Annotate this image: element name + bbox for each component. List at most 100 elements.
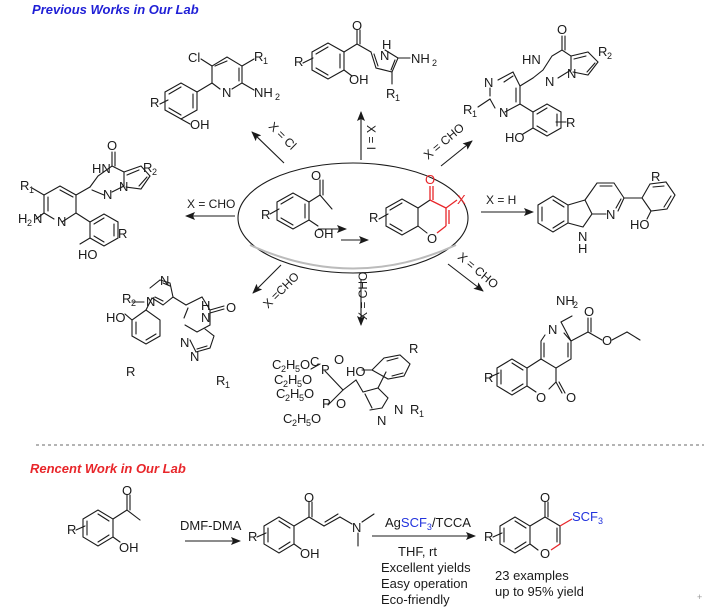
svg-text:H: H (578, 241, 587, 256)
svg-text:H: H (286, 357, 295, 372)
previous-works-heading: Previous Works in Our Lab (32, 2, 199, 17)
svg-text:5: 5 (295, 364, 300, 374)
svg-text:OH: OH (349, 72, 369, 87)
svg-text:R: R (463, 102, 472, 117)
svg-text:N: N (201, 310, 210, 325)
route-bottom-left: X =CHO (252, 264, 302, 311)
svg-text:N: N (160, 273, 169, 288)
svg-text:OH: OH (190, 117, 210, 132)
condition-label: X = I (364, 125, 378, 150)
condition-label: X = CHO (421, 120, 467, 162)
svg-text:R: R (409, 341, 418, 356)
svg-text:R: R (484, 370, 493, 385)
condition-label: X = Cl (266, 119, 299, 152)
svg-text:N: N (352, 520, 361, 535)
route-top-right: X = CHO (421, 120, 473, 167)
svg-text:N: N (222, 85, 231, 100)
svg-text:O: O (107, 138, 117, 153)
svg-text:R: R (598, 44, 607, 59)
svg-text:N: N (380, 48, 389, 63)
svg-text:N: N (548, 322, 557, 337)
svg-text:O: O (226, 300, 236, 315)
svg-text:HO: HO (505, 130, 525, 145)
recent-work-heading: Rencent Work in Our Lab (30, 461, 186, 476)
svg-text:R: R (651, 169, 660, 184)
svg-text:2: 2 (285, 393, 290, 403)
product-chloropyridine: Cl R 1 N NH 2 R OH (150, 49, 280, 132)
route-top: X = I (357, 111, 378, 160)
svg-text:R: R (410, 402, 419, 417)
result-line: 23 examples (495, 568, 569, 583)
svg-text:R: R (261, 207, 270, 222)
svg-text:Cl: Cl (188, 50, 200, 65)
reagent-agscf3-tcca: AgSCF3/TCCA (385, 515, 471, 532)
svg-text:R: R (248, 529, 257, 544)
svg-text:O: O (540, 546, 550, 561)
product-carboline: N H N R HO (537, 169, 676, 256)
svg-text:C: C (283, 411, 292, 426)
svg-text:R: R (386, 86, 395, 101)
svg-text:OH: OH (300, 546, 320, 561)
svg-text:HO: HO (346, 364, 366, 379)
product-pyrimidine-triazinone: O HN N N R 2 N N R 1 R HO (463, 22, 612, 145)
svg-text:R: R (118, 226, 127, 241)
svg-text:O: O (425, 172, 435, 187)
svg-text:AgSCF3/TCCA: AgSCF3/TCCA (385, 515, 471, 532)
svg-text:2: 2 (573, 300, 578, 310)
route-right: X = H (481, 193, 534, 216)
svg-text:HO: HO (78, 247, 98, 262)
svg-text:X: X (457, 192, 466, 207)
svg-text:N: N (545, 74, 554, 89)
svg-text:N: N (578, 229, 587, 244)
svg-text:2: 2 (152, 167, 157, 177)
svg-text:R: R (126, 364, 135, 379)
svg-text:R: R (122, 291, 131, 306)
svg-text:O: O (352, 18, 362, 33)
svg-text:1: 1 (29, 185, 34, 195)
svg-text:N: N (57, 214, 66, 229)
svg-text:R: R (566, 115, 575, 130)
svg-text:N: N (484, 75, 493, 90)
svg-text:HO: HO (106, 310, 126, 325)
condition-line: Easy operation (381, 576, 468, 591)
center-ellipse (237, 162, 469, 274)
recent-enaminone: O N R OH (248, 490, 375, 561)
svg-text:H: H (382, 37, 391, 52)
svg-text:1: 1 (225, 380, 230, 390)
svg-text:C: C (274, 372, 283, 387)
svg-text:2: 2 (283, 379, 288, 389)
svg-text:2: 2 (281, 364, 286, 374)
svg-text:C: C (272, 357, 281, 372)
svg-text:NH: NH (411, 51, 430, 66)
svg-text:2: 2 (131, 298, 136, 308)
svg-text:1: 1 (263, 56, 268, 66)
svg-text:R: R (484, 529, 493, 544)
route-bottom-right: X = CHO (447, 250, 501, 292)
svg-text:1: 1 (419, 409, 424, 419)
svg-text:O: O (311, 411, 321, 426)
svg-text:H: H (288, 372, 297, 387)
svg-text:C: C (276, 386, 285, 401)
svg-text:O: O (427, 231, 437, 246)
condition-label: X = CHO (356, 272, 370, 320)
svg-text:O: O (311, 168, 321, 183)
svg-text:5: 5 (299, 393, 304, 403)
condition-label: X =CHO (260, 269, 302, 311)
svg-text:HN: HN (92, 161, 111, 176)
product-aminopyridine-triazinone: O HN N N R 2 R 1 H 2 N N R HO (18, 138, 157, 262)
svg-text:N: N (499, 105, 508, 120)
svg-text:2: 2 (432, 58, 437, 68)
svg-text:O: O (602, 333, 612, 348)
svg-text:O: O (584, 304, 594, 319)
svg-text:OH: OH (314, 226, 334, 241)
svg-text:R: R (294, 54, 303, 69)
svg-text:2: 2 (292, 418, 297, 428)
svg-text:O: O (304, 386, 314, 401)
ellipse-shadow (249, 244, 457, 270)
svg-text:R: R (67, 522, 76, 537)
svg-text:5: 5 (306, 418, 311, 428)
route-left: X = CHO (185, 197, 235, 220)
svg-text:1: 1 (472, 109, 477, 119)
svg-text:N: N (33, 211, 42, 226)
